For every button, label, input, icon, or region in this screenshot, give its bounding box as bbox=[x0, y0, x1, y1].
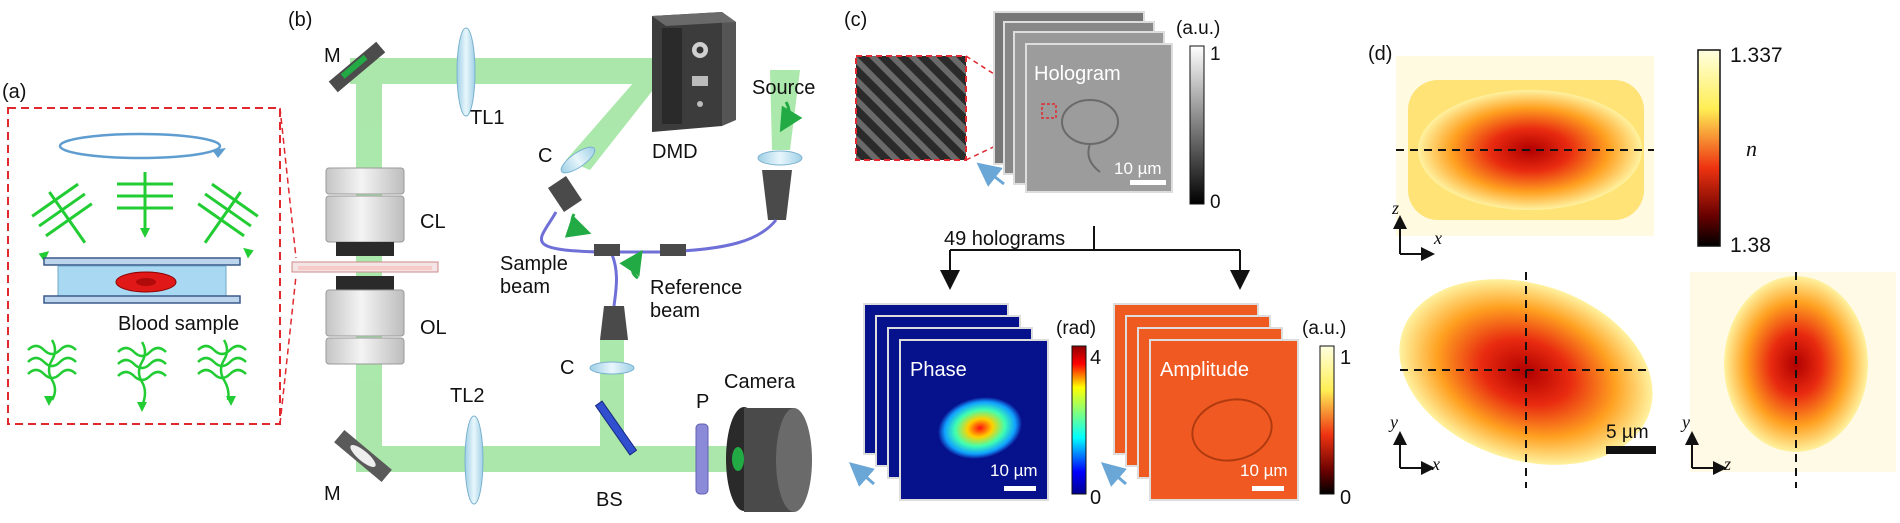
objective-lens-icon bbox=[325, 276, 405, 365]
camera-label: Camera bbox=[724, 371, 796, 393]
xy-axes: y x bbox=[1388, 412, 1440, 475]
colorbar-variable: n bbox=[1746, 136, 1757, 161]
rotation-arrow-icon bbox=[58, 132, 222, 160]
fiber-coupler-source-icon bbox=[762, 170, 792, 220]
panel-d-label: (d) bbox=[1368, 43, 1392, 65]
phase-colorbar bbox=[1071, 345, 1087, 495]
svg-text:y: y bbox=[1388, 412, 1398, 432]
blood-sample-label: Blood sample bbox=[118, 313, 239, 335]
dmd-label: DMD bbox=[652, 141, 698, 163]
amplitude-unit: (a.u.) bbox=[1302, 318, 1346, 339]
camera-icon bbox=[726, 407, 812, 512]
colorbar-min: 1.38 bbox=[1730, 234, 1771, 257]
hologram-colorbar bbox=[1189, 45, 1205, 205]
svg-text:y: y bbox=[1680, 412, 1690, 432]
objective-lens-label: OL bbox=[420, 317, 447, 339]
svg-text:z: z bbox=[1723, 454, 1731, 474]
amplitude-title: Amplitude bbox=[1160, 359, 1249, 381]
panel-c: (c) Hologram 10 µm (a.u.) 1 0 49 hologra… bbox=[844, 9, 1351, 509]
colorbar-max: 1.337 bbox=[1730, 44, 1783, 67]
phase-scale-max: 4 bbox=[1090, 347, 1101, 369]
fiber-splitter-icon bbox=[594, 244, 620, 256]
mirror-bottom bbox=[334, 429, 392, 483]
xz-section bbox=[1396, 56, 1654, 236]
panel-b-label: (b) bbox=[288, 9, 312, 31]
panel-a-label: (a) bbox=[2, 81, 26, 103]
amplitude-scale-min: 0 bbox=[1340, 487, 1351, 509]
condenser-lens-icon bbox=[325, 167, 405, 256]
amplitude-scale-max: 1 bbox=[1340, 347, 1351, 369]
collimator-bottom-icon bbox=[600, 306, 628, 340]
mirror-top-label: M bbox=[324, 45, 341, 67]
scattered-waves-icon bbox=[27, 339, 247, 407]
tube-lens-2-icon bbox=[464, 415, 484, 505]
panel-d: (d) z x 1.337 n 1.38 5 µm bbox=[1368, 43, 1896, 488]
phase-scalebar-label: 10 µm bbox=[990, 461, 1038, 480]
polarizer-icon bbox=[695, 423, 709, 495]
count-label: 49 holograms bbox=[944, 228, 1065, 250]
xy-section: 5 µm bbox=[1399, 272, 1656, 488]
hologram-unit: (a.u.) bbox=[1176, 18, 1220, 39]
yz-section bbox=[1690, 272, 1896, 488]
amplitude-stack bbox=[1113, 303, 1299, 501]
xy-scalebar bbox=[1606, 446, 1656, 454]
beam-splitter-icon bbox=[594, 400, 638, 456]
mirror-top bbox=[328, 41, 386, 93]
phase-title: Phase bbox=[910, 359, 967, 381]
yz-axes: y z bbox=[1680, 412, 1731, 475]
amplitude-scalebar-label: 10 µm bbox=[1240, 461, 1288, 480]
phase-scale-min: 0 bbox=[1090, 487, 1101, 509]
fringe-zoom-inset bbox=[855, 55, 967, 161]
hologram-scale-min: 0 bbox=[1210, 192, 1221, 213]
zoom-box bbox=[7, 107, 281, 425]
collimator-top-icon bbox=[548, 176, 582, 212]
tube-lens-1-icon bbox=[456, 27, 476, 117]
polarizer-label: P bbox=[696, 391, 709, 413]
collimator-bottom-label: C bbox=[560, 357, 574, 379]
tube-lens-1-label: TL1 bbox=[470, 107, 504, 129]
hologram-scalebar-label: 10 µm bbox=[1114, 159, 1162, 178]
phase-stack bbox=[863, 303, 1049, 501]
source-label: Source bbox=[752, 77, 815, 99]
hologram-stack bbox=[993, 11, 1173, 193]
panel-c-label: (c) bbox=[844, 9, 867, 31]
xz-axes: z x bbox=[1391, 198, 1442, 261]
beam-splitter-label: BS bbox=[596, 489, 623, 511]
svg-text:x: x bbox=[1431, 454, 1440, 474]
hologram-scale-max: 1 bbox=[1210, 44, 1221, 65]
incident-waves-icon bbox=[31, 172, 259, 244]
dmd-icon bbox=[652, 12, 736, 132]
svg-text:x: x bbox=[1433, 228, 1442, 248]
svg-text:z: z bbox=[1391, 198, 1399, 218]
hologram-title: Hologram bbox=[1034, 63, 1121, 85]
mirror-bottom-label: M bbox=[324, 483, 341, 505]
condenser-lens-label: CL bbox=[420, 211, 446, 233]
xy-scalebar-label: 5 µm bbox=[1606, 422, 1649, 443]
phase-unit: (rad) bbox=[1056, 318, 1096, 339]
panel-b: (b) M TL1 bbox=[288, 9, 815, 512]
collimator-top-label: C bbox=[538, 145, 552, 167]
panel-a: (a) bbox=[2, 81, 297, 425]
tube-lens-2-label: TL2 bbox=[450, 385, 484, 407]
index-colorbar bbox=[1697, 49, 1721, 247]
amplitude-colorbar bbox=[1319, 345, 1335, 495]
